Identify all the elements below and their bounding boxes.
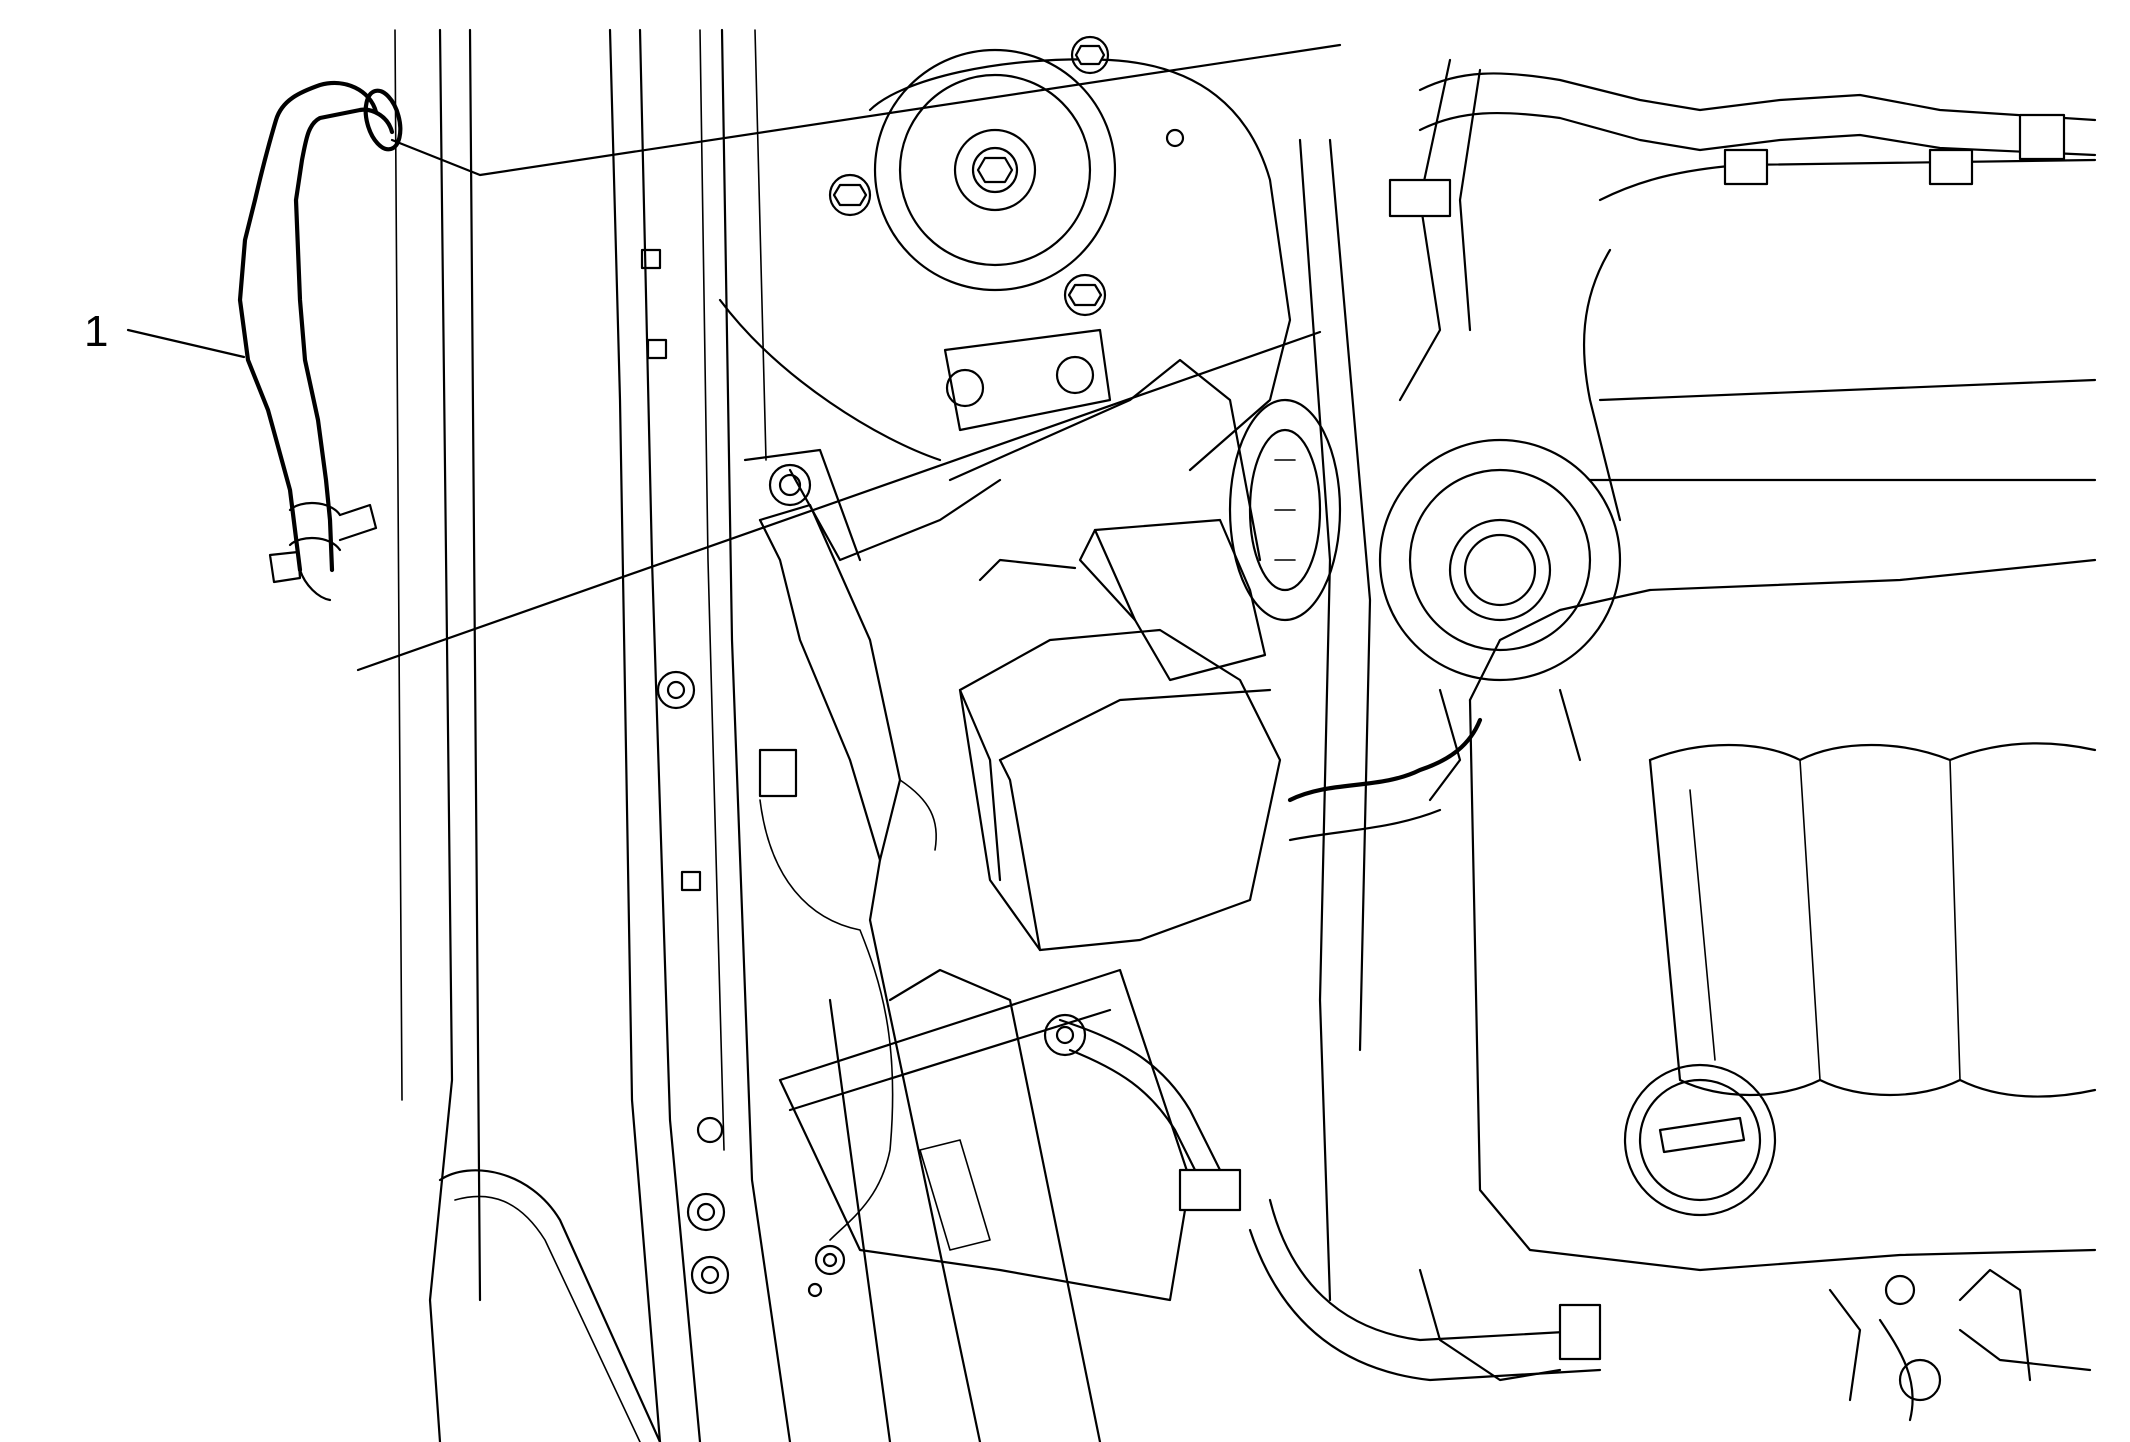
callout-label-1: 1 bbox=[84, 307, 108, 356]
belt-drive bbox=[1228, 138, 1372, 1302]
center-brace bbox=[758, 503, 1102, 1442]
hose-detail-inset: 1 bbox=[84, 43, 1342, 672]
round-component bbox=[1378, 438, 1622, 802]
engine-cover bbox=[1468, 158, 2097, 1272]
relay-box bbox=[778, 518, 1282, 1302]
lower-mount bbox=[1418, 1268, 2092, 1402]
hoses-wiring bbox=[758, 58, 2097, 1422]
fan-shroud bbox=[718, 35, 1292, 562]
body-structure bbox=[394, 28, 792, 1442]
callout-leader-line bbox=[126, 328, 246, 359]
